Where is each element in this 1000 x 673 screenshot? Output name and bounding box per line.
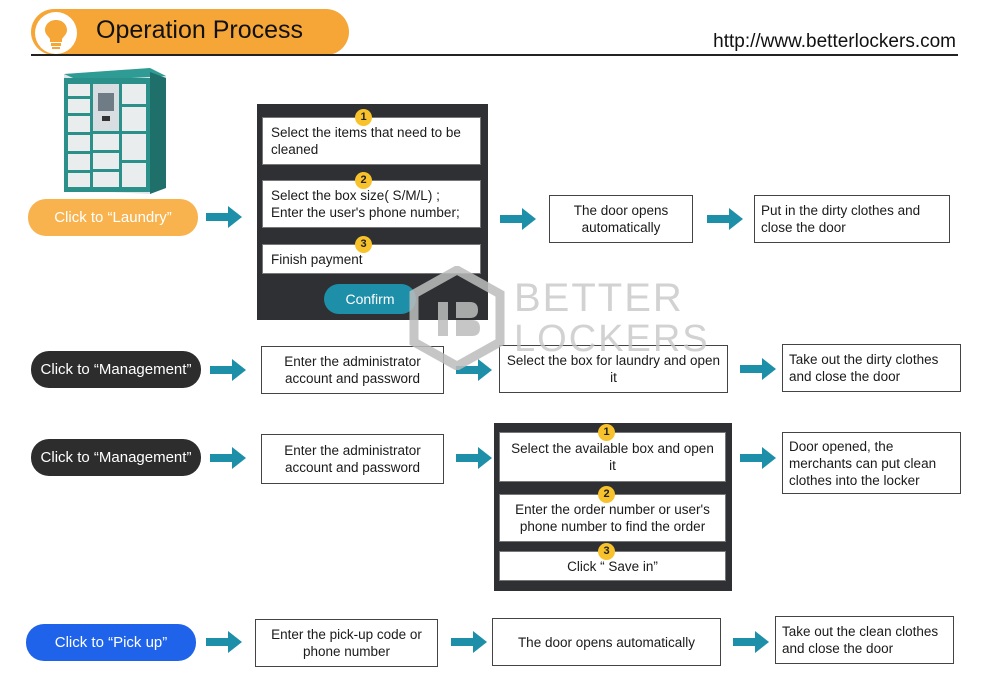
door-opens-box: The door opens automatically xyxy=(549,195,693,243)
pick-up-code-box: Enter the pick-up code or phone number xyxy=(255,619,438,667)
confirm-button[interactable]: Confirm xyxy=(324,284,416,314)
arrow-right-icon xyxy=(740,447,776,469)
watermark-logo-icon xyxy=(409,266,505,370)
title-banner xyxy=(31,9,349,55)
step-number-1: 1 xyxy=(355,109,372,126)
select-laundry-box: Select the box for laundry and open it xyxy=(499,345,728,393)
step-finish-payment: Finish payment xyxy=(262,244,481,274)
lightbulb-icon-circle xyxy=(35,12,77,54)
step-select-box-size: Select the box size( S/M/L) ; Enter the … xyxy=(262,180,481,228)
laundry-button[interactable]: Click to “Laundry” xyxy=(28,199,198,236)
arrow-right-icon xyxy=(707,208,743,230)
step-number-2: 2 xyxy=(355,172,372,189)
arrow-right-icon xyxy=(500,208,536,230)
pick-up-button[interactable]: Click to “Pick up” xyxy=(26,624,196,661)
step-number-2: 2 xyxy=(598,486,615,503)
lightbulb-icon xyxy=(45,20,67,49)
door-opens-box-2: The door opens automatically xyxy=(492,618,721,666)
website-url[interactable]: http://www.betterlockers.com xyxy=(713,31,956,52)
header-divider xyxy=(31,54,958,56)
step-number-3: 3 xyxy=(355,236,372,253)
watermark-text-better: BETTER xyxy=(514,276,684,320)
management-button-2[interactable]: Click to “Management” xyxy=(31,439,201,476)
arrow-right-icon xyxy=(451,631,487,653)
arrow-right-icon xyxy=(210,359,246,381)
step-number-1: 1 xyxy=(598,424,615,441)
take-clean-clothes-box: Take out the clean clothes and close the… xyxy=(775,616,954,664)
step-number-3: 3 xyxy=(598,543,615,560)
watermark-text-lockers: LOCKERS xyxy=(514,318,710,360)
step-phone-line: Enter the user's phone number; xyxy=(271,205,460,220)
arrow-right-icon xyxy=(740,358,776,380)
step-find-order: Enter the order number or user's phone n… xyxy=(499,494,726,542)
door-opened-merchants-box: Door opened, the merchants can put clean… xyxy=(782,432,961,494)
locker-illustration xyxy=(64,68,166,194)
take-dirty-clothes-box: Take out the dirty clothes and close the… xyxy=(782,344,961,392)
step-box-size-line: Select the box size( S/M/L) ; xyxy=(271,188,440,203)
put-dirty-clothes-box: Put in the dirty clothes and close the d… xyxy=(754,195,950,243)
admin-login-box: Enter the administrator account and pass… xyxy=(261,346,444,394)
arrow-right-icon xyxy=(210,447,246,469)
management-button[interactable]: Click to “Management” xyxy=(31,351,201,388)
arrow-right-icon xyxy=(206,631,242,653)
arrow-right-icon xyxy=(456,447,492,469)
step-select-items: Select the items that need to be cleaned xyxy=(262,117,481,165)
arrow-right-icon xyxy=(733,631,769,653)
page-title: Operation Process xyxy=(96,16,304,44)
step-select-available-box: Select the available box and open it xyxy=(499,432,726,482)
arrow-right-icon xyxy=(206,206,242,228)
admin-login-box-2: Enter the administrator account and pass… xyxy=(261,434,444,484)
arrow-right-icon xyxy=(456,359,492,381)
